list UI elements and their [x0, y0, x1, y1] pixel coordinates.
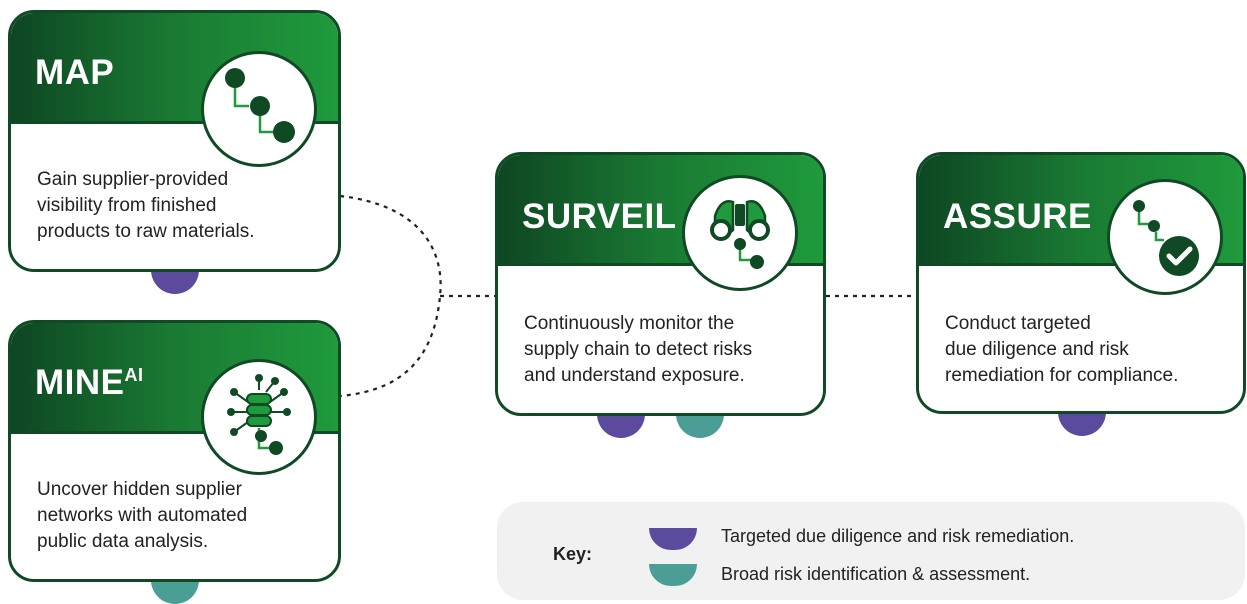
map-card: MAP Gain supplier-provided visibility fr… — [8, 10, 341, 272]
key-item-broad: Broad risk identification & assessment. — [721, 564, 1031, 584]
assure-card: ASSURE Conduct targeted due diligence an… — [916, 152, 1246, 414]
assure-icon-circle — [1107, 179, 1223, 295]
mine-icon-circle — [201, 359, 317, 475]
key-legend: Key: Targeted due diligence and risk rem… — [497, 502, 1245, 600]
map-icon-circle — [201, 51, 317, 167]
assure-title: ASSURE — [943, 197, 1092, 236]
mine-title: MINEAI — [35, 363, 144, 403]
surveil-title: SURVEIL — [522, 197, 677, 236]
assure-description: Conduct targeted due diligence and risk … — [945, 313, 1179, 386]
mine-title-text: MINE — [35, 363, 125, 402]
key-teal-swatch — [649, 564, 697, 586]
hierarchy-nodes-icon — [225, 68, 295, 143]
mine-description: Uncover hidden supplier networks with au… — [37, 479, 248, 552]
database-network-icon — [227, 374, 291, 455]
checkmark-nodes-icon — [1133, 200, 1199, 276]
key-purple-swatch — [649, 528, 697, 550]
surveil-card: SURVEIL Continuously monitor the supply … — [495, 152, 826, 416]
mine-card: MINEAI Uncover hidden supplier networks … — [8, 320, 341, 582]
surveil-icon-circle — [682, 175, 798, 291]
map-description: Gain supplier-provided visibility from f… — [37, 169, 255, 242]
key-item-targeted: Targeted due diligence and risk remediat… — [721, 526, 1075, 546]
mine-title-superscript: AI — [124, 365, 144, 385]
surveil-description: Continuously monitor the supply chain to… — [524, 313, 753, 386]
key-label: Key: — [553, 544, 593, 564]
binoculars-icon — [710, 200, 770, 269]
map-title: MAP — [35, 53, 115, 92]
